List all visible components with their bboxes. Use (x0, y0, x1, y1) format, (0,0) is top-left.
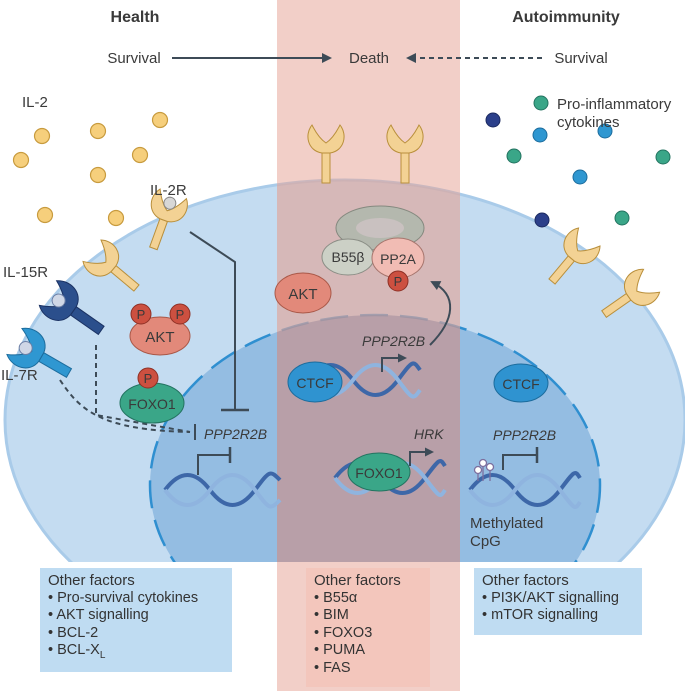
autoimmunity-factors-box: Other factors PI3K/AKT signalling mTOR s… (474, 568, 642, 635)
health-factor-item-bclxl: BCL-XL (48, 642, 224, 664)
phospho-label-4: P (394, 274, 403, 289)
health-factor-item: Pro-survival cytokines (48, 590, 224, 608)
akt-phospho-node (129, 316, 191, 356)
autoimmunity-factors-title: Other factors (482, 572, 569, 589)
survival-right-label: Survival (554, 50, 607, 67)
il15r-label: IL-15R (3, 264, 48, 281)
phospho-label-3: P (144, 371, 153, 386)
akt-middle (274, 272, 332, 314)
yellow-receptor-top-2 (386, 124, 424, 184)
proinflammatory-label-line1: Pro-inflammatory (557, 96, 672, 113)
methylated-label-line2: CpG (470, 533, 501, 550)
phospho-pp2a (387, 270, 409, 292)
akt-label-left: AKT (145, 329, 174, 346)
il2r-receptor (149, 188, 188, 251)
yellow-receptor-top-1 (307, 124, 345, 184)
bclx-text: BCL-X (57, 642, 100, 658)
hrk-promoter (409, 447, 434, 466)
il7r-signal-line (59, 379, 191, 433)
akt-label-middle: AKT (288, 286, 317, 303)
health-factors-title: Other factors (48, 572, 135, 589)
proinflammatory-label-line2: cytokines (557, 114, 620, 131)
dna-helix-right (468, 471, 582, 509)
heading-autoimmunity: Autoimmunity (512, 9, 620, 26)
phospho-label-2: P (176, 307, 185, 322)
proinflammatory-cytokines (485, 95, 671, 228)
ctcf-label-middle: CTCF (296, 375, 333, 391)
yellow-receptor-right-2 (601, 268, 661, 319)
death-factor-item: BIM (314, 607, 422, 625)
bclx-subscript: L (99, 649, 106, 661)
autoimmunity-factor-item: mTOR signalling (482, 607, 634, 625)
foxo1-label-left: FOXO1 (128, 396, 176, 412)
health-factor-item: AKT signalling (48, 607, 224, 625)
death-factors-box: Other factors B55α BIM FOXO3 PUMA FAS (306, 568, 430, 687)
il7r-receptor (6, 327, 73, 379)
heading-health: Health (111, 9, 160, 26)
methylated-label-line1: Methylated (470, 515, 543, 532)
ppp2r2b-label-right: PPP2R2B (493, 427, 556, 443)
il2-label: IL-2 (22, 94, 48, 111)
health-factors-box: Other factors Pro-survival cytokines AKT… (40, 568, 232, 672)
death-label: Death (349, 50, 389, 67)
yellow-receptor-right-1 (548, 227, 601, 285)
ctcf-label-right: CTCF (502, 376, 539, 392)
il15r-receptor (38, 280, 105, 336)
il2-cytokines (12, 111, 169, 227)
pp2a-scaffold-hole (356, 218, 404, 238)
ppp2r2b-middle-promoter (381, 353, 407, 372)
il2r-label: IL-2R (150, 182, 187, 199)
phospho-akt-1 (130, 303, 152, 325)
death-factor-item: FAS (314, 660, 422, 678)
ppp2r2b-left-promoter (197, 454, 230, 475)
il7r-label: IL-7R (1, 367, 38, 384)
foxo1-label-middle: FOXO1 (355, 465, 403, 481)
ctcf-middle (287, 361, 343, 403)
hrk-label: HRK (414, 426, 444, 442)
phospho-akt-2 (169, 303, 191, 325)
methylated-cpg-marks (473, 458, 495, 481)
health-factor-item: BCL-2 (48, 625, 224, 643)
ppp2r2b-label-middle: PPP2R2B (362, 333, 425, 349)
foxo1-middle (347, 452, 411, 492)
death-factors-title: Other factors (314, 572, 401, 589)
dna-helix-left (163, 471, 282, 509)
ppp2r2b-label-left: PPP2R2B (204, 426, 267, 442)
autoimmunity-factor-item: PI3K/AKT signalling (482, 590, 634, 608)
ppp2r2b-to-pp2a-arrow (429, 281, 452, 346)
ctcf-right (493, 363, 549, 403)
b55b-label: B55β (332, 249, 365, 265)
il2r-inhibition-line (189, 231, 236, 410)
phospho-foxo1 (137, 367, 159, 389)
phospho-label-1: P (137, 307, 146, 322)
survival-left-label: Survival (107, 50, 160, 67)
death-factor-item: FOXO3 (314, 625, 422, 643)
yellow-receptor-left-2 (82, 239, 140, 292)
death-factor-item: B55α (314, 590, 422, 608)
death-factor-item: PUMA (314, 642, 422, 660)
ppp2r2b-right-promoter (502, 454, 537, 470)
pp2a-label: PP2A (380, 251, 416, 267)
